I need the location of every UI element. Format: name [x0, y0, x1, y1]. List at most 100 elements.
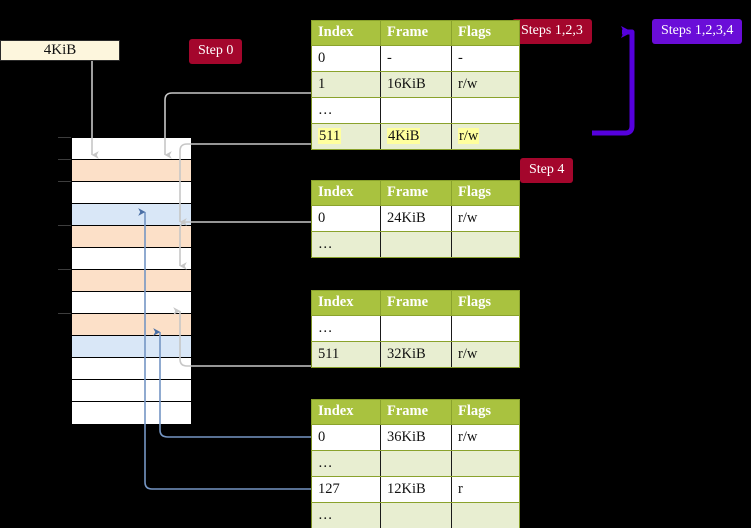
highlighted-value: 4KiB — [387, 127, 421, 144]
column-header: Flags — [451, 290, 520, 316]
table-cell: … — [311, 231, 381, 258]
column-header: Flags — [451, 20, 520, 46]
column-header: Frame — [380, 20, 452, 46]
memory-tick — [58, 181, 71, 182]
memory-tick — [58, 269, 71, 270]
memory-frame-row — [72, 358, 191, 380]
arrow-steps-bracket — [592, 26, 635, 136]
table-cell — [451, 450, 520, 477]
memory-frame-row — [72, 160, 191, 182]
table-cell: 32KiB — [380, 341, 452, 368]
table-cell: 0 — [311, 424, 381, 451]
memory-tick — [58, 159, 71, 160]
table-cell: 511 — [311, 123, 381, 150]
memory-frame-row — [72, 138, 191, 160]
table-cell: 36KiB — [380, 424, 452, 451]
column-header: Frame — [380, 180, 452, 206]
badge-step-0: Step 0 — [189, 39, 243, 64]
memory-tick — [58, 137, 71, 138]
memory-tick — [58, 313, 71, 314]
memory-block-label: 4KiB — [43, 42, 77, 58]
memory-frame-row — [72, 402, 191, 424]
memory-frame-row — [72, 292, 191, 314]
table-cell: … — [311, 450, 381, 477]
table-cell — [380, 231, 452, 258]
table-cell: r/w — [451, 424, 520, 451]
memory-frame-row — [72, 270, 191, 292]
table-cell — [380, 97, 452, 124]
table-cell: r/w — [451, 123, 520, 150]
table-cell: 511 — [311, 341, 381, 368]
column-header: Frame — [380, 290, 452, 316]
table-row: 511 4KiB r/w — [311, 123, 520, 150]
table-cell: … — [311, 97, 381, 124]
memory-frame-row — [72, 226, 191, 248]
table-cell — [380, 315, 452, 342]
column-header: Index — [311, 20, 381, 46]
table-row: 0-- — [311, 45, 520, 72]
physical-memory-grid — [71, 137, 191, 424]
table-cell: r/w — [451, 205, 520, 232]
wire-l1-entry511-to-frame — [179, 143, 311, 226]
table-cell: 12KiB — [380, 476, 452, 503]
table-row: … — [311, 450, 520, 477]
badge-steps-1-2-3: Steps 1,2,3 — [512, 19, 592, 44]
badge-steps-1-2-3-4: Steps 1,2,3,4 — [652, 19, 743, 44]
highlighted-value: r/w — [458, 127, 480, 144]
table-cell: r — [451, 476, 520, 503]
column-header: Index — [311, 399, 381, 425]
table-cell: 16KiB — [380, 71, 452, 98]
table-cell: 24KiB — [380, 205, 452, 232]
memory-block-4kib: 4KiB — [0, 40, 120, 61]
memory-frame-row — [72, 314, 191, 336]
table-cell — [380, 502, 452, 528]
table-cell: 0 — [311, 205, 381, 232]
table-cell: - — [451, 45, 520, 72]
table-row: … — [311, 231, 520, 258]
memory-frame-row — [72, 336, 191, 358]
column-header: Flags — [451, 180, 520, 206]
table-cell: 1 — [311, 71, 381, 98]
table-cell — [451, 502, 520, 528]
column-header: Index — [311, 180, 381, 206]
table-cell: - — [380, 45, 452, 72]
table-cell: r/w — [451, 71, 520, 98]
table-cell: … — [311, 502, 381, 528]
memory-frame-row — [72, 248, 191, 270]
wire-l3-entry511-to-frame — [173, 307, 311, 367]
column-header: Flags — [451, 399, 520, 425]
memory-frame-row — [72, 204, 191, 226]
table-cell: 127 — [311, 476, 381, 503]
table-cell — [380, 450, 452, 477]
column-header: Frame — [380, 399, 452, 425]
table-cell: 0 — [311, 45, 381, 72]
table-cell: 4KiB — [380, 123, 452, 150]
table-cell — [451, 231, 520, 258]
column-header: Index — [311, 290, 381, 316]
table-cell: r/w — [451, 341, 520, 368]
wire-l2-entry0-to-frame — [179, 221, 311, 270]
table-cell: … — [311, 315, 381, 342]
memory-frame-row — [72, 182, 191, 204]
table-row: … — [311, 315, 520, 342]
highlighted-value: 511 — [318, 127, 342, 144]
table-cell — [451, 315, 520, 342]
badge-step-4: Step 4 — [520, 158, 574, 183]
table-row: … — [311, 502, 520, 528]
table-cell — [451, 97, 520, 124]
table-row: … — [311, 97, 520, 124]
